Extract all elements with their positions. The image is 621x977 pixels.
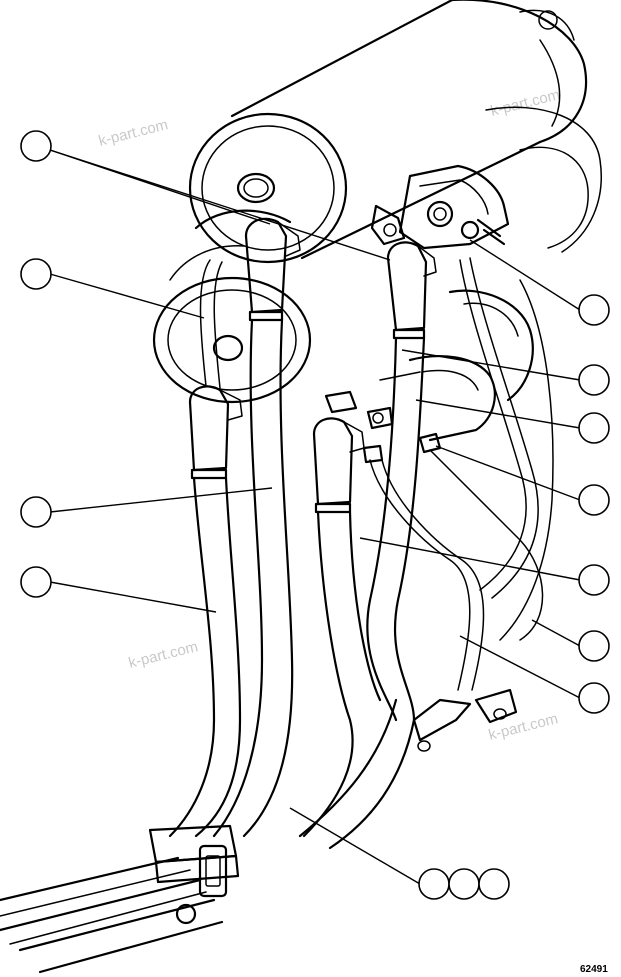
callout-3[interactable] bbox=[20, 496, 52, 528]
callout-6[interactable] bbox=[578, 364, 610, 396]
cable-bundle bbox=[168, 257, 554, 850]
callout-13a[interactable] bbox=[418, 868, 450, 900]
terminal-boot-upper-right bbox=[386, 241, 437, 340]
clamp-assembly bbox=[0, 824, 240, 974]
callout-8[interactable] bbox=[578, 484, 610, 516]
callout-13c[interactable] bbox=[478, 868, 510, 900]
small-fittings bbox=[324, 371, 442, 464]
terminal-boot-mid-right bbox=[312, 417, 365, 514]
callout-5[interactable] bbox=[578, 294, 610, 326]
callout-4[interactable] bbox=[20, 566, 52, 598]
callout-1[interactable] bbox=[20, 130, 52, 162]
callout-7[interactable] bbox=[578, 412, 610, 444]
callout-13b[interactable] bbox=[448, 868, 480, 900]
alternator bbox=[152, 209, 312, 404]
watermark-mid-left: k-part.com bbox=[127, 638, 200, 672]
callout-11[interactable] bbox=[578, 682, 610, 714]
callouts bbox=[20, 130, 610, 900]
starter-motor bbox=[188, 0, 602, 264]
terminal-boot-upper-left bbox=[244, 217, 301, 322]
callout-9[interactable] bbox=[578, 564, 610, 596]
watermark-top-left: k-part.com bbox=[97, 116, 170, 150]
callout-2[interactable] bbox=[20, 258, 52, 290]
watermark-top-right: k-part.com bbox=[489, 86, 562, 120]
callout-10[interactable] bbox=[578, 630, 610, 662]
figure-number: 62491 bbox=[580, 964, 608, 975]
watermark-bottom-right: k-part.com bbox=[487, 710, 560, 744]
solenoid bbox=[370, 164, 510, 250]
leader-lines bbox=[49, 149, 581, 885]
